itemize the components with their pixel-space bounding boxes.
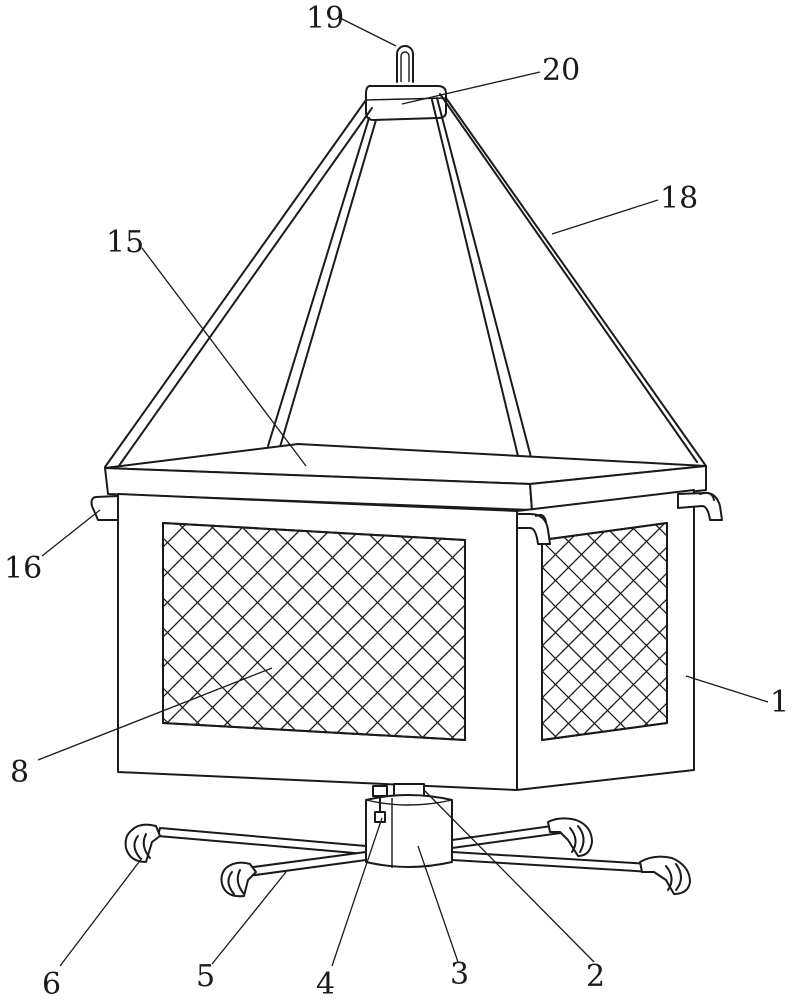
label-2: 2 (586, 959, 605, 994)
label-5: 5 (196, 959, 215, 994)
mesh-line (624, 523, 667, 740)
label-8: 8 (10, 755, 29, 790)
mesh-line (542, 523, 667, 740)
mesh-window-front (162, 522, 466, 741)
mesh-line (354, 523, 465, 740)
mesh-line (542, 523, 667, 740)
bracket-left (90, 495, 119, 521)
mesh-line (354, 523, 465, 740)
leader-lines (37, 17, 769, 967)
mesh-line (624, 523, 667, 740)
label-6: 6 (42, 967, 61, 1000)
mesh-line (542, 523, 643, 740)
label-15: 15 (106, 225, 144, 260)
mesh-line (542, 523, 643, 740)
mesh-line (542, 523, 617, 740)
hook (396, 45, 414, 83)
mesh-line (598, 523, 667, 740)
motor-housing (365, 794, 453, 868)
mesh-line (294, 523, 465, 740)
label-3: 3 (450, 957, 469, 992)
mesh-line (384, 523, 465, 740)
ropes (104, 93, 707, 486)
label-19: 19 (306, 1, 344, 36)
wheel-right-front (639, 855, 691, 895)
part-labels: 19 20 18 15 16 1 8 6 5 4 3 2 (4, 1, 789, 1000)
label-4: 4 (316, 967, 335, 1000)
mesh-line (542, 523, 617, 740)
mesh-line (598, 523, 667, 740)
wheel-left-rear (220, 861, 257, 898)
mesh-line (384, 523, 465, 740)
bracket-middle (516, 513, 551, 545)
mesh-line (546, 523, 667, 740)
mesh-line (572, 523, 667, 740)
support-arms (157, 823, 653, 877)
mesh-line (542, 523, 591, 740)
label-18: 18 (660, 181, 698, 216)
mesh-line (542, 523, 667, 740)
mesh-line (572, 523, 667, 740)
mesh-line (414, 523, 465, 740)
label-1: 1 (770, 685, 789, 720)
mesh-line (542, 523, 667, 740)
mesh-line (414, 523, 465, 740)
mesh-line (542, 523, 591, 740)
wheel-right-rear (547, 817, 593, 857)
bracket-right (677, 491, 723, 521)
label-16: 16 (4, 551, 42, 586)
mesh-line (324, 523, 465, 740)
mesh-window-side (541, 522, 668, 741)
wheel-left-front (124, 823, 161, 863)
label-20: 20 (542, 53, 580, 88)
